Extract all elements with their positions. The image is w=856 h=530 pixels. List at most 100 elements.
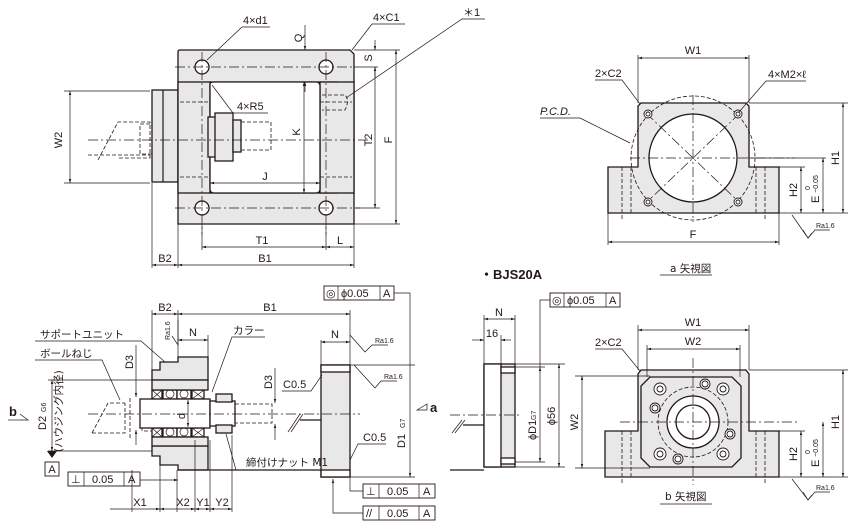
chamfer-c05-bottom: C0.5 (363, 432, 386, 444)
svg-text:A: A (48, 464, 56, 476)
svg-text:ϕ0.05: ϕ0.05 (341, 288, 369, 300)
dim-y1: Y1 (196, 497, 209, 509)
bjs20a-title: ・BJS20A (480, 267, 543, 282)
svg-text:0: 0 (805, 186, 812, 190)
housing-bore-label: (ハウジング内径) (52, 370, 65, 452)
chamfer-callout: 2×C2 (595, 68, 622, 80)
view-b-arrow-label: b (9, 404, 17, 419)
dim-t2: T2 (363, 134, 375, 147)
lock-nut (215, 393, 233, 403)
bjs-dim-56: ϕ56 (546, 407, 558, 425)
dim-d3: D3 (124, 355, 136, 369)
fcf-perpendicularity-left: ⊥ 0.05 A (67, 471, 178, 487)
dim-h2-b: H2 (788, 447, 800, 461)
view-b: W1 W2 2×C2 W2 H1 H2 E 0 −0.05 Ra1.6 b 矢視… (569, 317, 848, 505)
housing-bottom (151, 445, 209, 471)
dim-q: Q (293, 33, 305, 42)
dim-w2: W2 (53, 132, 65, 149)
dim-y2: Y2 (215, 497, 228, 509)
svg-text:Ra1.6: Ra1.6 (384, 374, 403, 381)
svg-text:A: A (423, 508, 431, 520)
ball-screw-label: ボールねじ (40, 348, 93, 360)
svg-text:Ra1.6: Ra1.6 (165, 321, 172, 340)
dim-b1-section: B1 (263, 302, 276, 314)
housing-top (151, 356, 209, 381)
svg-text:Ra1.6: Ra1.6 (375, 338, 394, 345)
svg-text:0: 0 (805, 450, 812, 454)
svg-text:0.05: 0.05 (387, 486, 408, 498)
svg-text:A: A (383, 288, 391, 300)
dim-w1-b: W1 (685, 317, 702, 329)
view-b-caption: b 矢視図 (665, 490, 707, 503)
dim-t1: T1 (256, 235, 269, 247)
svg-text:−0.05: −0.05 (813, 175, 820, 193)
dim-e: E (810, 196, 822, 203)
dim-f: F (383, 136, 395, 143)
support-unit-label: サポートユニット (40, 329, 124, 341)
dim-b1: B1 (258, 253, 271, 265)
svg-text:◎: ◎ (326, 288, 336, 300)
collar-label: カラー (233, 325, 265, 337)
note-callout: ＊1 (463, 7, 480, 19)
bjs-dim-d1: ϕD1 (527, 420, 539, 440)
dim-f-a: F (690, 229, 697, 241)
holes-callout: 4×d1 (243, 15, 268, 27)
ball-screw-ghost (88, 121, 151, 161)
svg-text:◎: ◎ (552, 295, 562, 307)
chamfer-callout-b: 2×C2 (595, 337, 622, 349)
svg-text:0.05: 0.05 (387, 508, 408, 520)
bjs20a-view: ・BJS20A N 16 ϕD1 G7 ϕ56 ◎ ϕ0.05 A (450, 267, 621, 471)
support-unit-flange (151, 89, 179, 183)
dim-h1: H1 (830, 151, 842, 165)
svg-text:ϕ0.05: ϕ0.05 (567, 295, 595, 307)
dim-w1: W1 (685, 45, 702, 57)
svg-text:A: A (609, 295, 617, 307)
lock-nut-label: 締付けナット M1 (246, 456, 328, 469)
radius-callout: 4×R5 (237, 101, 264, 113)
dim-l: L (337, 235, 343, 247)
bjs-dim-n: N (495, 307, 503, 319)
dim-n-fixed: N (331, 329, 339, 341)
svg-text:G7: G7 (531, 411, 538, 420)
dim-d1: D1 (396, 434, 408, 448)
view-a-caption: a 矢視図 (670, 262, 711, 275)
fcf-parallelism: // 0.05 A (331, 479, 436, 521)
svg-text:A: A (423, 486, 431, 498)
pcd-callout: P.C.D. (540, 106, 571, 118)
chamfer-c05-top: C0.5 (283, 379, 306, 391)
datum-a-box (44, 461, 60, 477)
dim-h1-b: H1 (830, 415, 842, 429)
shaft (139, 398, 211, 429)
dim-d3-b: D3 (263, 375, 275, 389)
dim-n: N (189, 327, 197, 339)
dim-s: S (363, 54, 375, 61)
top-view: W2 Q K J S T2 F T1 L B2 B1 4×d1 (53, 7, 485, 268)
dim-b2: B2 (158, 253, 171, 265)
dim-d2: D2 (37, 416, 49, 430)
svg-text:−0.05: −0.05 (813, 439, 820, 457)
dim-x1: X1 (133, 497, 146, 509)
dim-j: J (262, 171, 268, 183)
dim-d: d (176, 413, 188, 419)
bolt-holes (649, 378, 736, 465)
svg-text:Ra1.6: Ra1.6 (816, 223, 835, 230)
svg-text:0.05: 0.05 (92, 474, 113, 486)
chamfer-callout: 4×C1 (373, 12, 400, 24)
dim-w2-side: W2 (569, 414, 581, 431)
dim-b2-section: B2 (158, 302, 171, 314)
dim-e-b: E (810, 460, 822, 467)
view-a: W1 2×C2 4×M2×ℓ P.C.D. H1 H2 E 0 −0.05 F … (540, 45, 848, 276)
section-view: B2 B1 N N D3 D3 d D2 G6 (ハウジング内径) A b D1… (8, 285, 438, 521)
svg-text://: // (366, 508, 373, 520)
bjs-dim-16: 16 (486, 328, 498, 340)
svg-text:G7: G7 (400, 419, 407, 428)
fcf-perpendicularity-right: ⊥ 0.05 A (349, 478, 436, 499)
dim-w2-b: W2 (685, 336, 702, 348)
svg-text:Ra1.6: Ra1.6 (816, 485, 835, 492)
left-bar (177, 81, 211, 194)
tap-callout: 4×M2×ℓ (768, 69, 806, 81)
fcf-concentricity: ◎ ϕ0.05 A (323, 285, 411, 305)
svg-text:⊥: ⊥ (366, 486, 376, 498)
dim-x2: X2 (176, 497, 189, 509)
